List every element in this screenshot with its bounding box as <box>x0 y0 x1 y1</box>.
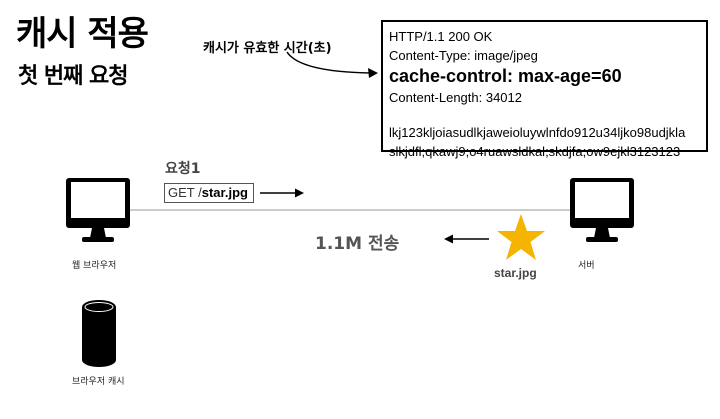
request-box: GET /star.jpg <box>164 183 254 203</box>
response-status-line: HTTP/1.1 200 OK <box>389 29 493 44</box>
cache-duration-annotation: 캐시가 유효한 시간(초) <box>203 41 332 56</box>
file-label: star.jpg <box>494 266 537 280</box>
browser-cache-label: 브라우저 캐시 <box>72 377 125 387</box>
page-subtitle: 첫 번째 요청 <box>18 64 129 89</box>
page-title: 캐시 적용 <box>16 14 149 54</box>
transfer-size-label: 1.1M 전송 <box>315 234 400 254</box>
response-body-line-1: lkj123kljoiasudlkjaweioluywlnfdo912u34lj… <box>389 125 686 140</box>
response-content-length: Content-Length: 34012 <box>389 90 522 105</box>
browser-monitor-icon <box>66 178 130 242</box>
server-label: 서버 <box>578 261 595 271</box>
response-content-type: Content-Type: image/jpeg <box>389 48 538 63</box>
response-body-line-2: slkjdfl;qkawj9;o4ruawsldkal;skdjfa;ow9ej… <box>389 144 681 159</box>
request-label: 요청1 <box>165 161 201 177</box>
request-path: star.jpg <box>201 185 248 200</box>
browser-cache-database-icon <box>82 300 116 367</box>
browser-label: 웹 브라우저 <box>72 261 117 271</box>
response-cache-control: cache-control: max-age=60 <box>389 66 622 86</box>
request-arrow <box>260 188 304 198</box>
http-response-box: HTTP/1.1 200 OK Content-Type: image/jpeg… <box>381 20 708 159</box>
response-arrow <box>444 234 489 244</box>
server-monitor-icon <box>570 178 634 242</box>
star-icon <box>497 214 545 260</box>
request-method: GET / <box>168 185 202 200</box>
